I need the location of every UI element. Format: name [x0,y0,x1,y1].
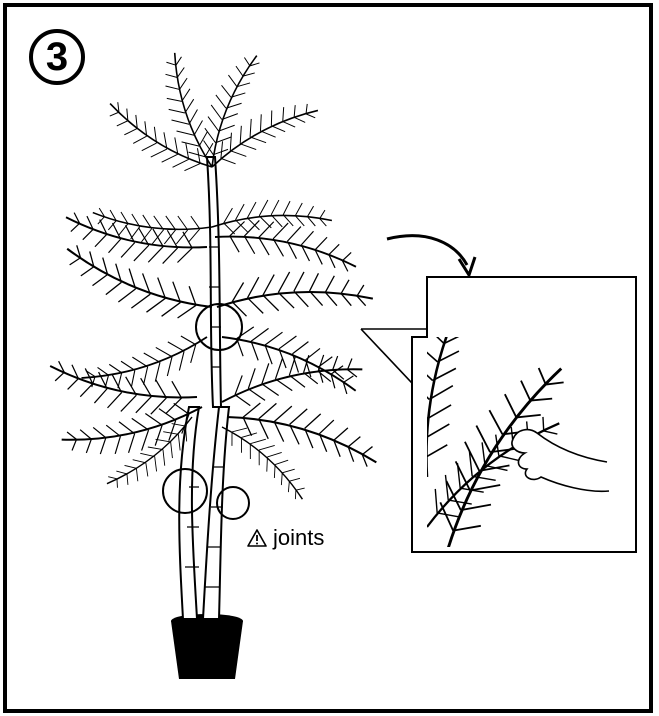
palm-trunks [179,157,229,619]
step-number-badge: 3 [29,29,85,85]
zoom-arrow [387,236,475,275]
joints-label: joints [273,525,324,551]
palm-tree-illustration [7,7,653,713]
step-number: 3 [46,37,68,77]
joints-callout: joints [247,525,324,551]
instruction-panel: 3 joints [3,3,653,713]
planter-pot [171,614,243,679]
warning-icon [247,528,267,548]
zoom-detail-box [392,277,636,560]
joint-markers [163,304,249,519]
